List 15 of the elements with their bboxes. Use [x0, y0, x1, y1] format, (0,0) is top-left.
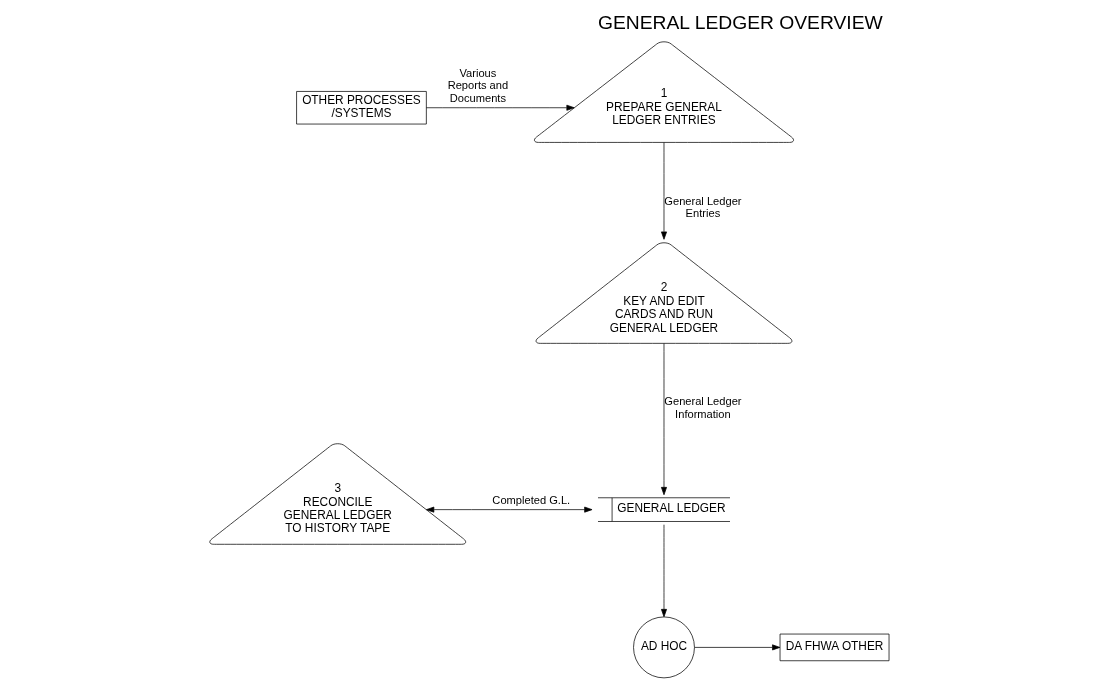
arrow — [660, 524, 667, 618]
arrow — [425, 506, 592, 513]
arrow — [660, 142, 667, 240]
edge-label: General Ledger Information — [663, 395, 742, 421]
node-circle: AD HOC — [632, 616, 695, 679]
arrow — [660, 343, 667, 496]
node-box: DA FHWA OTHER — [779, 633, 889, 662]
arrow — [425, 104, 575, 111]
arrow — [693, 644, 780, 651]
edge-label: General Ledger Entries — [663, 194, 742, 220]
edge-label: Completed G.L. — [491, 493, 570, 506]
node-box: OTHER PROCESSES /SYSTEMS — [295, 91, 427, 125]
node-text: GENERAL LEDGER — [616, 501, 726, 516]
diagram-title: GENERAL LEDGER OVERVIEW — [597, 12, 883, 34]
edge-label: Various Reports and Documents — [447, 66, 508, 104]
